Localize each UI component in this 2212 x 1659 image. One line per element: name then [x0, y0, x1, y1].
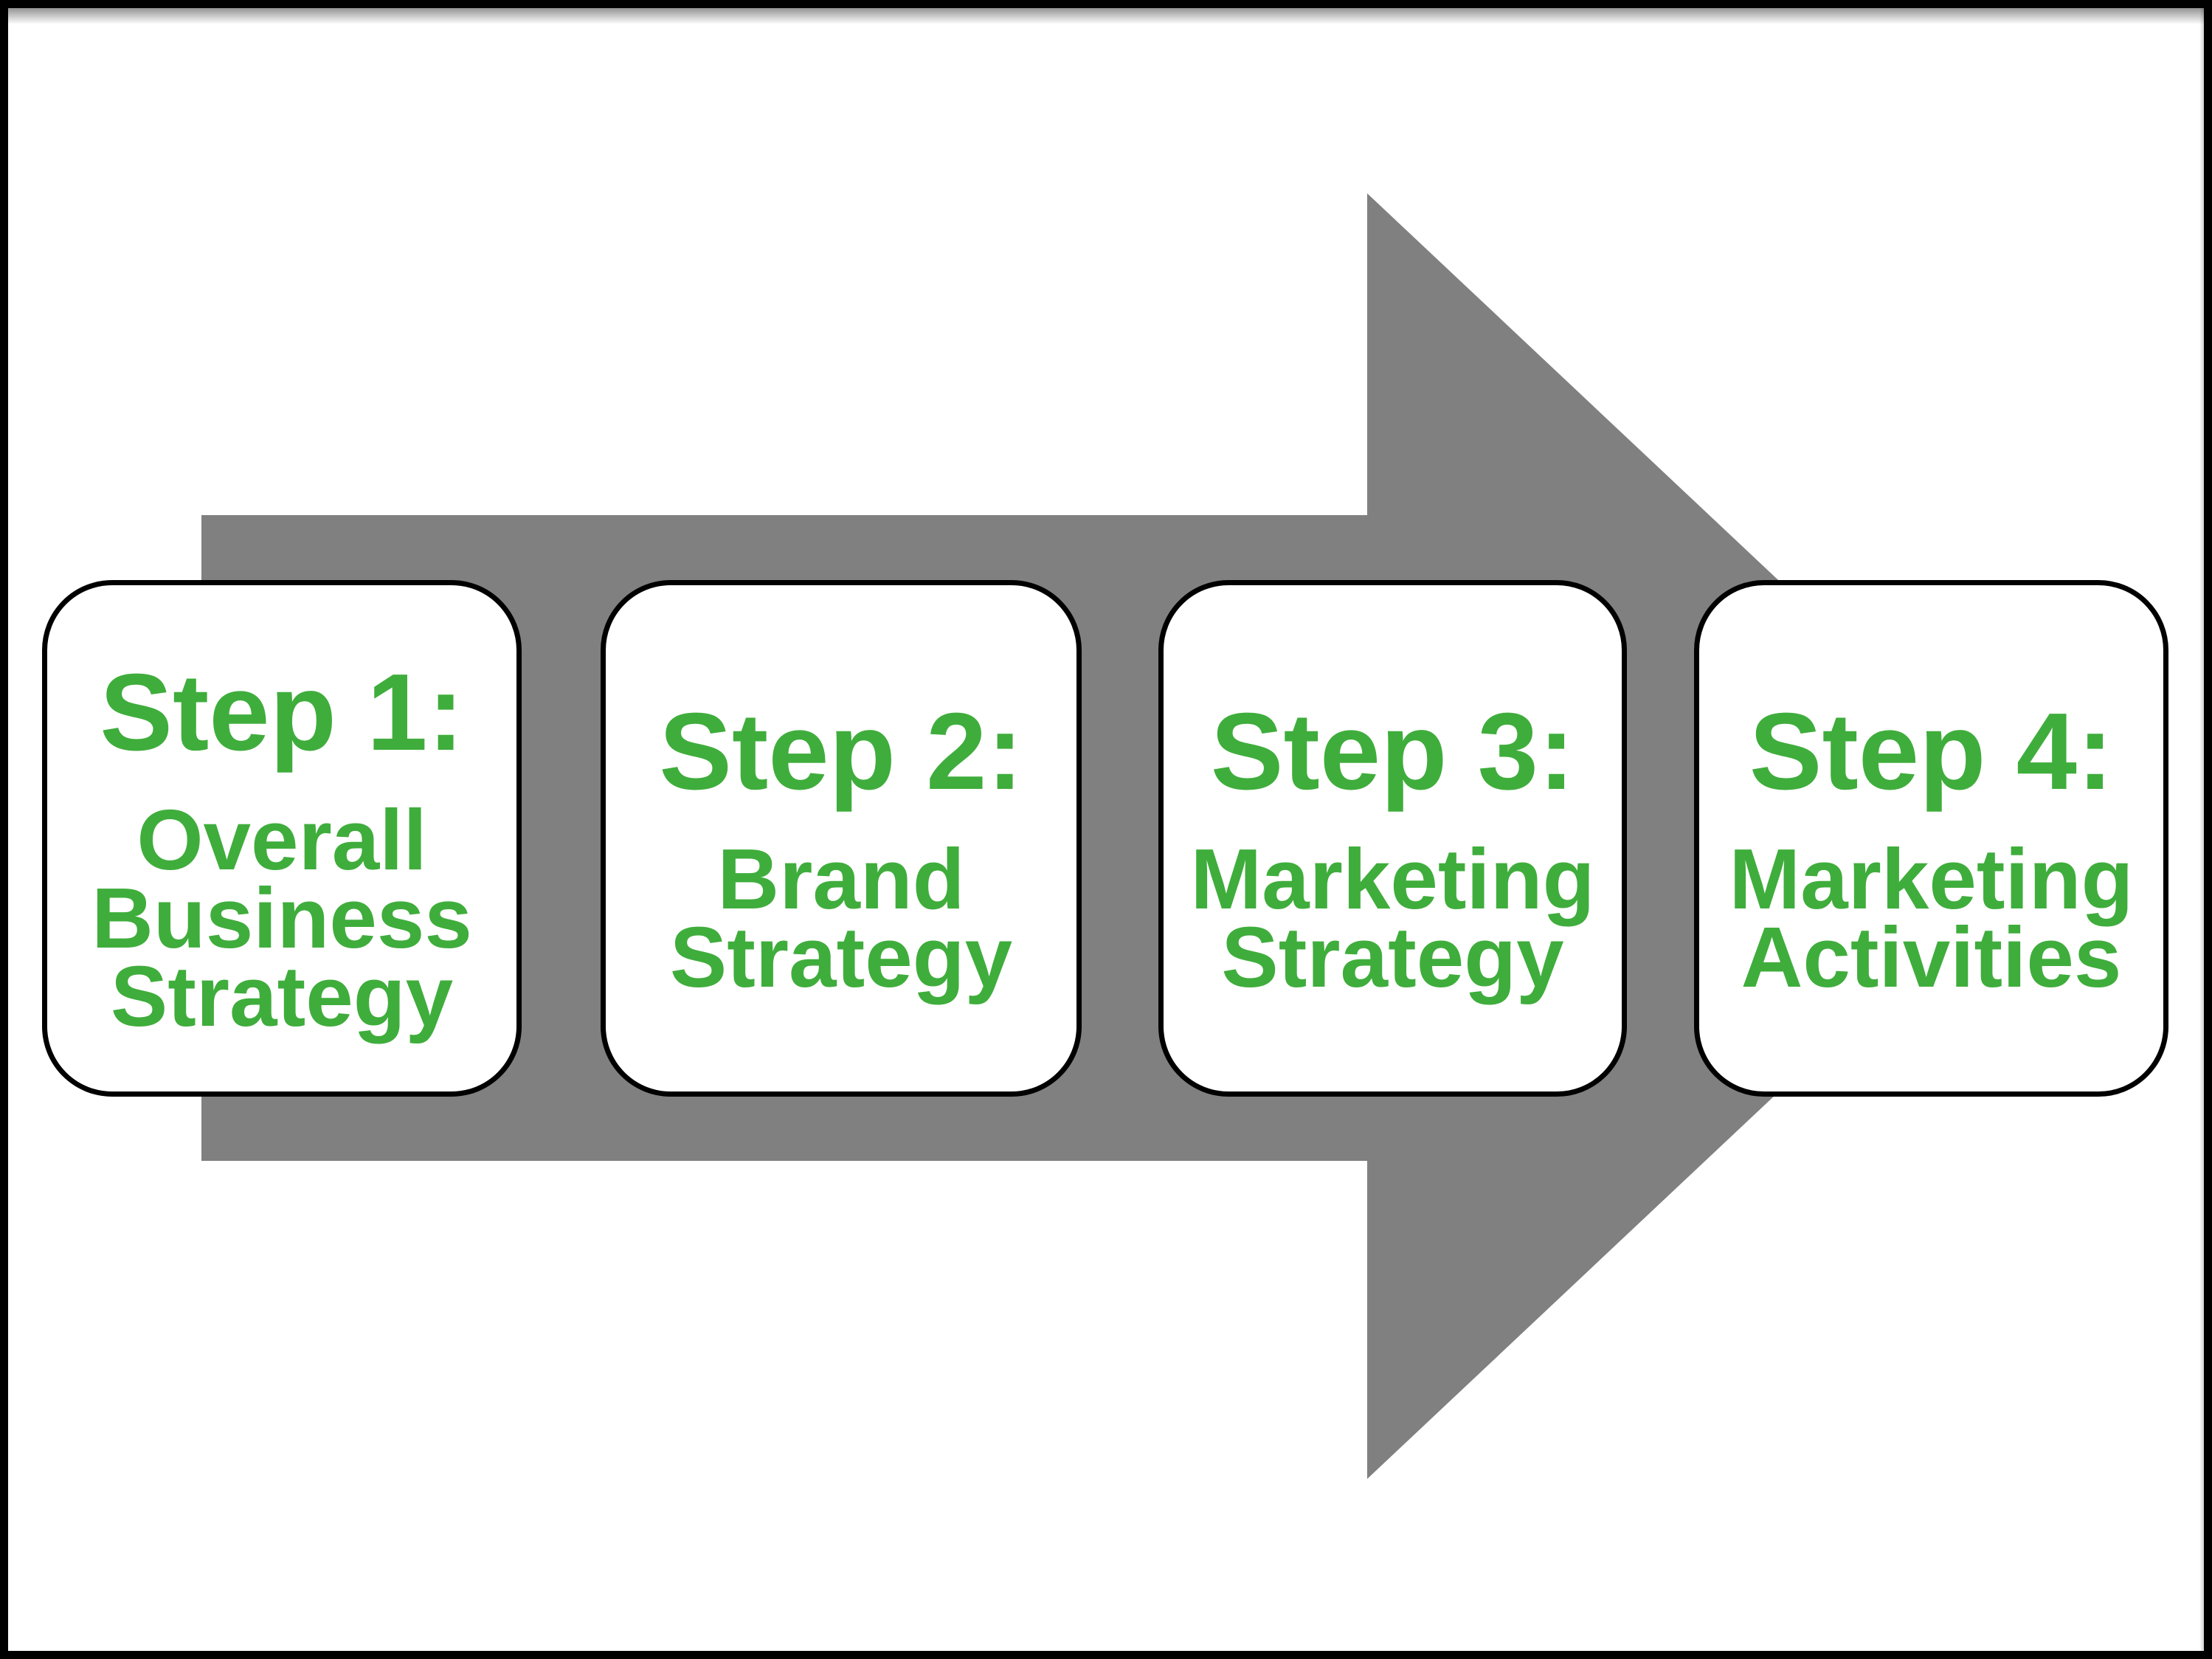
step-line: Brand	[717, 830, 965, 927]
step-box-1: Step 1: Overall Business Strategy	[42, 580, 522, 1097]
step-line: Overall	[136, 791, 427, 888]
step-line: Business	[91, 869, 472, 966]
step-heading: Step 3:	[1210, 691, 1575, 813]
step-heading: Step 4:	[1749, 691, 2114, 813]
step-heading: Step 2:	[659, 691, 1023, 813]
step-box-4: Step 4: Marketing Activities	[1694, 580, 2168, 1097]
step-line: Strategy	[110, 948, 454, 1044]
step-line: Marketing	[1729, 830, 2134, 927]
step-box-2: Step 2: Brand Strategy	[601, 580, 1082, 1097]
step-line: Strategy	[669, 908, 1013, 1005]
block-arrow-shape	[201, 193, 2050, 1479]
step-line: Activities	[1741, 908, 2122, 1005]
step-line: Strategy	[1221, 908, 1564, 1005]
step-line: Marketing	[1190, 830, 1595, 927]
step-heading: Step 1:	[100, 652, 464, 774]
step-box-3: Step 3: Marketing Strategy	[1158, 580, 1627, 1097]
